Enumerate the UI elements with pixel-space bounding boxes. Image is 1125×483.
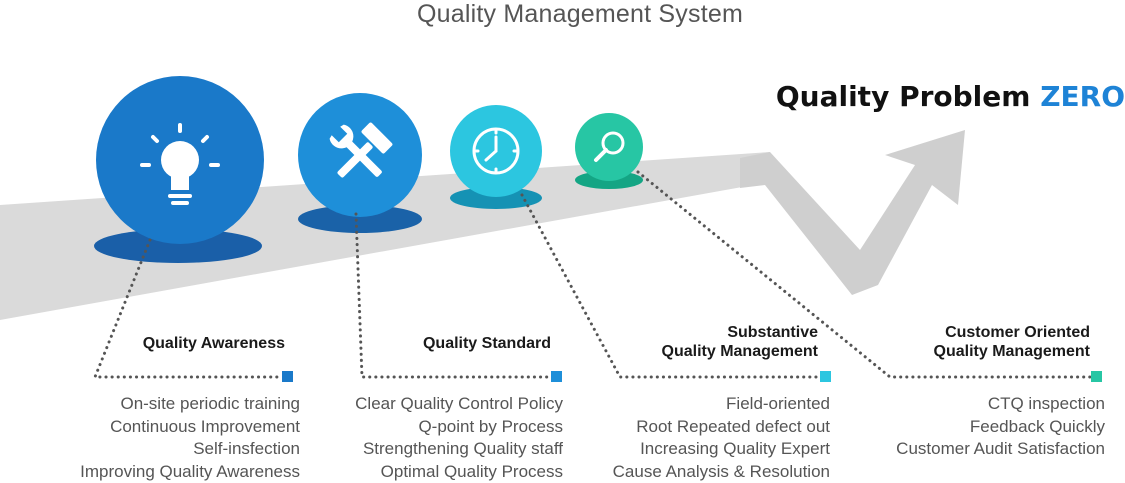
stage-1-end-marker: [282, 371, 293, 382]
stage-2-heading: Quality Standard: [330, 334, 551, 353]
stage-3-heading-line: Quality Management: [661, 343, 818, 360]
stage-1-item: Improving Quality Awareness: [80, 461, 300, 481]
lightbulb-icon: [140, 123, 220, 205]
page-title: Quality Management System: [417, 0, 743, 28]
stage-2-item: Clear Quality Control Policy: [355, 394, 563, 413]
stage-1-heading: Quality Awareness: [60, 334, 285, 353]
stage-4-heading-line: Quality Management: [933, 343, 1090, 360]
stage-1-item: Continuous Improvement: [110, 416, 300, 436]
tools-icon: [329, 122, 393, 178]
stage-1-marker: [94, 76, 264, 263]
stage-3-heading: Substantive Quality Management: [600, 323, 818, 361]
stage-4-end-marker: [1091, 371, 1102, 382]
goal-banner: Quality Problem ZERO: [765, 80, 1125, 113]
stage-4-item: CTQ inspection: [987, 394, 1105, 413]
goal-text: Quality Problem: [775, 80, 1041, 113]
stage-4-item: Feedback Quickly: [969, 416, 1105, 436]
stage-2-marker: [298, 93, 422, 233]
stage-3-items: Field-oriented Root Repeated defect out …: [570, 393, 830, 483]
stage-2-item: Optimal Quality Process: [380, 461, 563, 481]
connector-stage-3: [520, 193, 820, 379]
connectors: [92, 170, 1092, 379]
stage-4-items: CTQ inspection Feedback Quickly Customer…: [845, 393, 1105, 461]
stage-2-items: Clear Quality Control Policy Q-point by …: [300, 393, 563, 483]
stage-2-item: Strengthening Quality staff: [362, 439, 563, 458]
stage-2-item: Q-point by Process: [418, 416, 563, 436]
growth-arrow: [740, 130, 965, 295]
stage-1-item: On-site periodic training: [120, 394, 300, 413]
stage-1-heading-line: Quality Awareness: [142, 335, 285, 352]
stage-4-heading: Customer Oriented Quality Management: [870, 323, 1090, 361]
stage-4-item: Customer Audit Satisfaction: [896, 439, 1105, 458]
magnifier-icon: [594, 131, 625, 162]
stage-4-circle: [575, 113, 643, 181]
stage-3-end-marker: [820, 371, 831, 382]
stage-3-item: Field-oriented: [726, 394, 830, 413]
connector-stage-4: [636, 170, 1092, 379]
connector-stage-1: [92, 238, 282, 379]
stage-4-marker: [575, 113, 643, 189]
goal-highlight: ZERO: [1040, 80, 1125, 113]
stage-1-items: On-site periodic training Continuous Imp…: [30, 393, 300, 483]
stage-3-item: Root Repeated defect out: [636, 416, 830, 436]
stage-3-marker: [450, 105, 542, 209]
stage-3-heading-line: Substantive: [727, 324, 818, 341]
stage-3-item: Cause Analysis & Resolution: [612, 461, 830, 481]
stage-2-heading-line: Quality Standard: [422, 335, 551, 352]
stage-2-end-marker: [551, 371, 562, 382]
stage-4-heading-line: Customer Oriented: [945, 324, 1090, 341]
stage-1-item: Self-insfection: [193, 439, 300, 458]
clock-icon: [472, 127, 520, 175]
stage-3-item: Increasing Quality Expert: [640, 439, 830, 458]
connector-stage-2: [354, 212, 552, 379]
